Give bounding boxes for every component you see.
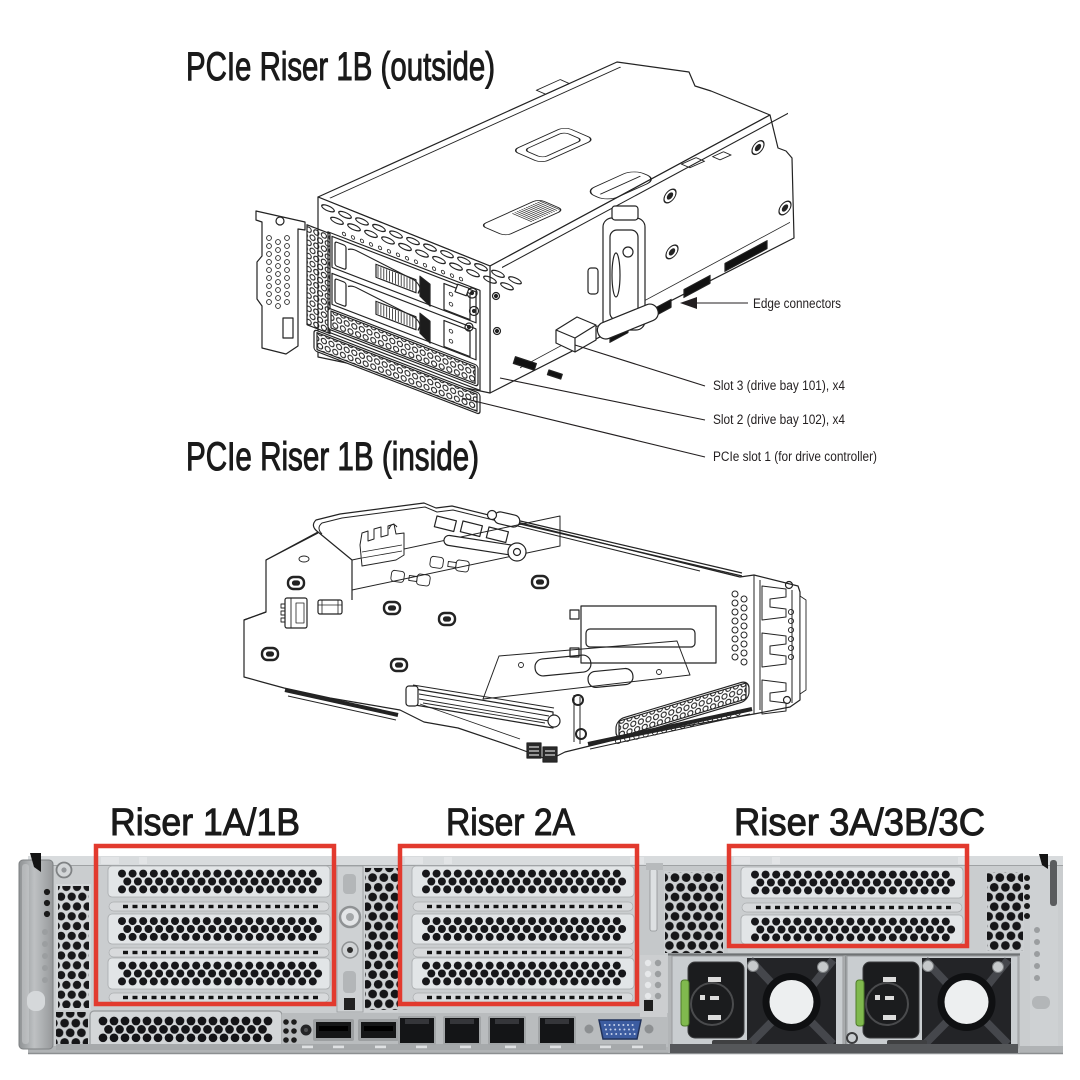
svg-text:PCIe Riser 1B (inside): PCIe Riser 1B (inside) <box>186 435 479 479</box>
svg-text:Slot 3 (drive bay 101), x4: Slot 3 (drive bay 101), x4 <box>713 378 845 393</box>
svg-text:PCIe Riser 1B (outside): PCIe Riser 1B (outside) <box>186 45 495 89</box>
svg-text:Riser 3A/3B/3C: Riser 3A/3B/3C <box>734 802 985 844</box>
svg-text:Slot 2 (drive bay 102), x4: Slot 2 (drive bay 102), x4 <box>713 412 845 427</box>
svg-text:Riser 1A/1B: Riser 1A/1B <box>110 802 300 844</box>
svg-text:PCIe slot 1 (for drive control: PCIe slot 1 (for drive controller) <box>713 449 877 464</box>
svg-text:Edge connectors: Edge connectors <box>753 296 841 311</box>
svg-text:Riser 2A: Riser 2A <box>446 802 576 844</box>
